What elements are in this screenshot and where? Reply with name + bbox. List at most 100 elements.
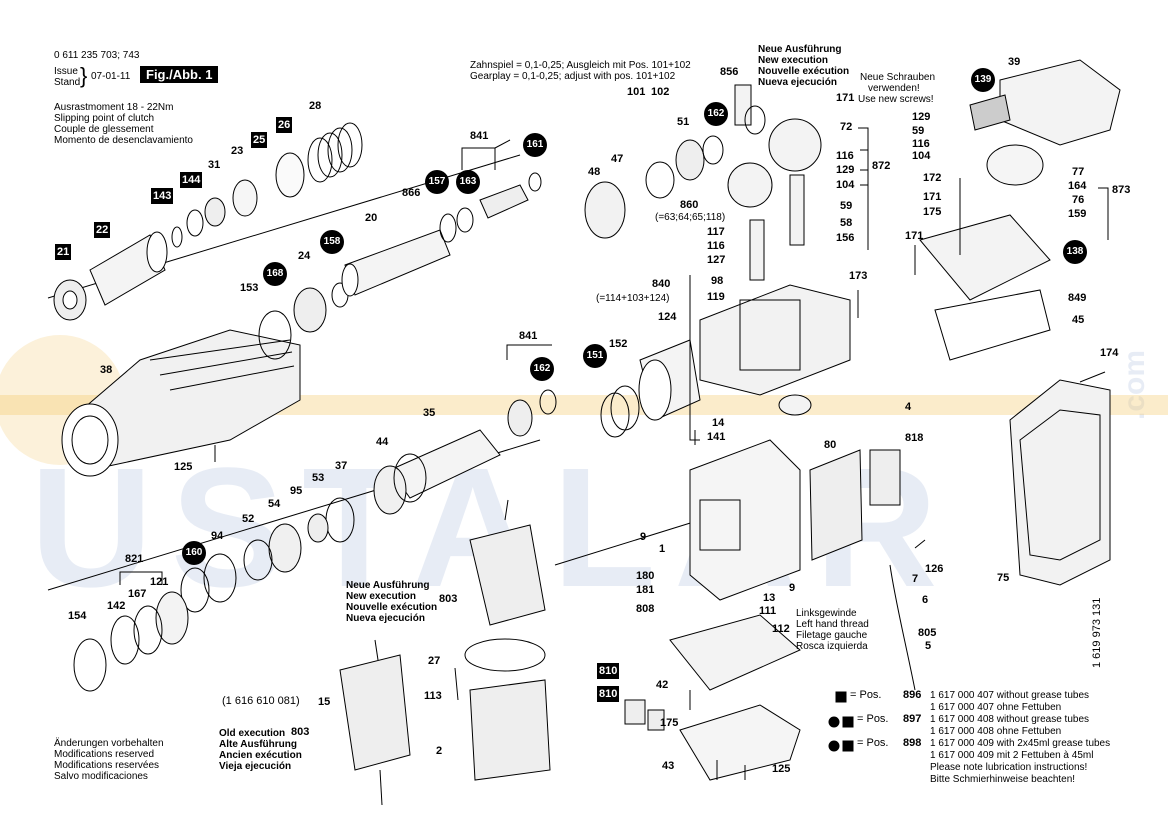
legend-line2-1: 1 617 000 407 ohne Fettuben bbox=[930, 702, 1062, 713]
footer-left-4: Salvo modificaciones bbox=[54, 771, 148, 782]
part-label: 9 bbox=[640, 531, 647, 543]
issue-label: Issue bbox=[54, 66, 78, 77]
part-label: 127 bbox=[707, 254, 726, 266]
part-label: 112 bbox=[772, 623, 790, 635]
part-label: 39 bbox=[1008, 56, 1021, 68]
part-label: 153 bbox=[240, 282, 259, 294]
part-label: 104 bbox=[836, 179, 855, 191]
part-label-circled: 162 bbox=[530, 357, 554, 381]
part-label: 116 bbox=[836, 150, 854, 162]
legend-label-3: = Pos. bbox=[857, 737, 889, 749]
gearplay-note-1: Zahnspiel = 0,1-0,25; Ausgleich mit Pos.… bbox=[470, 60, 691, 71]
part-label: 101 bbox=[627, 86, 646, 98]
part-label: 129 bbox=[836, 164, 855, 176]
part-label: 873 bbox=[1112, 184, 1131, 196]
part-label: 7 bbox=[912, 573, 919, 585]
new-screws-1: Neue Schrauben bbox=[860, 72, 936, 83]
part-label-boxed: 810 bbox=[597, 686, 620, 702]
formula-860: (=63;64;65;118) bbox=[655, 212, 726, 223]
part-label: 1 bbox=[659, 543, 666, 555]
new-screws-3: Use new screws! bbox=[858, 94, 934, 105]
part-label: 803 bbox=[439, 593, 458, 605]
part-label: 102 bbox=[651, 86, 670, 98]
part-label: 142 bbox=[107, 600, 126, 612]
new-exec-mid-4: Nueva ejecución bbox=[346, 613, 425, 624]
part-label: 171 bbox=[923, 191, 942, 203]
part-label: 23 bbox=[231, 145, 244, 157]
part-label: 9 bbox=[789, 582, 796, 594]
part-label-boxed: 25 bbox=[251, 132, 268, 148]
part-label: 866 bbox=[402, 187, 421, 199]
part-label: 172 bbox=[923, 172, 942, 184]
new-exec-top-1: Neue Ausführung bbox=[758, 44, 842, 55]
footer-left-1: Änderungen vorbehalten bbox=[54, 738, 164, 749]
legend-label-2: = Pos. bbox=[857, 713, 889, 725]
footer-left-3: Modifications reservées bbox=[54, 760, 160, 771]
part-label: 840 bbox=[652, 278, 671, 290]
part-label: 76 bbox=[1072, 194, 1085, 206]
part-label: 117 bbox=[707, 226, 725, 238]
part-label: 31 bbox=[208, 159, 221, 171]
lubrication-note-1: Please note lubrication instructions! bbox=[930, 762, 1088, 773]
new-exec-mid-1: Neue Ausführung bbox=[346, 580, 430, 591]
part-label: 77 bbox=[1072, 166, 1085, 178]
part-label: 872 bbox=[872, 160, 891, 172]
new-exec-top-4: Nueva ejecución bbox=[758, 77, 837, 88]
part-label: 116 bbox=[912, 138, 930, 150]
part-label: 2 bbox=[436, 745, 443, 757]
new-exec-top-3: Nouvelle exécution bbox=[758, 66, 850, 77]
part-label: 38 bbox=[100, 364, 113, 376]
lubrication-note-2: Bitte Schmierhinweise beachten! bbox=[930, 774, 1076, 785]
part-label: 111 bbox=[759, 605, 777, 617]
part-label-circled: 151 bbox=[583, 344, 607, 368]
part-label: 51 bbox=[677, 116, 690, 128]
part-label-circled: 138 bbox=[1063, 240, 1087, 264]
legend-line2-3: 1 617 000 409 mit 2 Fettuben à 45ml bbox=[930, 750, 1094, 761]
part-label: 154 bbox=[68, 610, 87, 622]
part-label: 849 bbox=[1068, 292, 1087, 304]
part-label: 98 bbox=[711, 275, 724, 287]
part-label-boxed: 22 bbox=[94, 222, 111, 238]
part-label: 129 bbox=[912, 111, 931, 123]
stand-label: Stand bbox=[54, 77, 81, 88]
part-label: 841 bbox=[470, 130, 489, 142]
part-label: 860 bbox=[680, 199, 699, 211]
part-label: 52 bbox=[242, 513, 255, 525]
part-label-circled: 163 bbox=[456, 170, 480, 194]
old-exec-2: Alte Ausführung bbox=[219, 739, 297, 750]
part-label: 121 bbox=[150, 576, 169, 588]
part-label: 4 bbox=[905, 401, 912, 413]
part-number: 0 611 235 703; 743 bbox=[54, 50, 140, 61]
part-label: 72 bbox=[840, 121, 853, 133]
figure-label: Fig./Abb. 1 bbox=[140, 66, 219, 83]
part-label: 124 bbox=[658, 311, 677, 323]
part-label-circled: 161 bbox=[523, 133, 547, 157]
part-label: 6 bbox=[922, 594, 929, 606]
part-label: 94 bbox=[211, 530, 224, 542]
part-label: 58 bbox=[840, 217, 853, 229]
legend-pos-2: 897 bbox=[903, 713, 922, 725]
part-label: 126 bbox=[925, 563, 944, 575]
part-label: 113 bbox=[424, 690, 442, 702]
part-label: 35 bbox=[423, 407, 436, 419]
part-label: 48 bbox=[588, 166, 601, 178]
part-label-circled: 168 bbox=[263, 262, 287, 286]
part-label-boxed: 810 bbox=[597, 663, 620, 679]
part-label: 181 bbox=[636, 584, 655, 596]
part-label-boxed: 144 bbox=[180, 172, 203, 188]
part-label: 14 bbox=[712, 417, 725, 429]
part-label: 95 bbox=[290, 485, 303, 497]
old-exec-1: Old execution bbox=[219, 728, 286, 739]
gearplay-note-2: Gearplay = 0,1-0,25; adjust with pos. 10… bbox=[470, 71, 676, 82]
legend-line1-2: 1 617 000 408 without grease tubes bbox=[930, 714, 1090, 725]
part-label: 152 bbox=[609, 338, 628, 350]
part-label-circled: 158 bbox=[320, 230, 344, 254]
legend-line2-2: 1 617 000 408 ohne Fettuben bbox=[930, 726, 1062, 737]
left-thread-2: Left hand thread bbox=[796, 619, 869, 630]
legend-pos-1: 896 bbox=[903, 689, 922, 701]
part-label-boxed: 26 bbox=[276, 117, 293, 133]
part-label: 125 bbox=[772, 763, 791, 775]
part-label: 116 bbox=[707, 240, 725, 252]
part-label: 171 bbox=[836, 92, 855, 104]
part-label: 818 bbox=[905, 432, 924, 444]
